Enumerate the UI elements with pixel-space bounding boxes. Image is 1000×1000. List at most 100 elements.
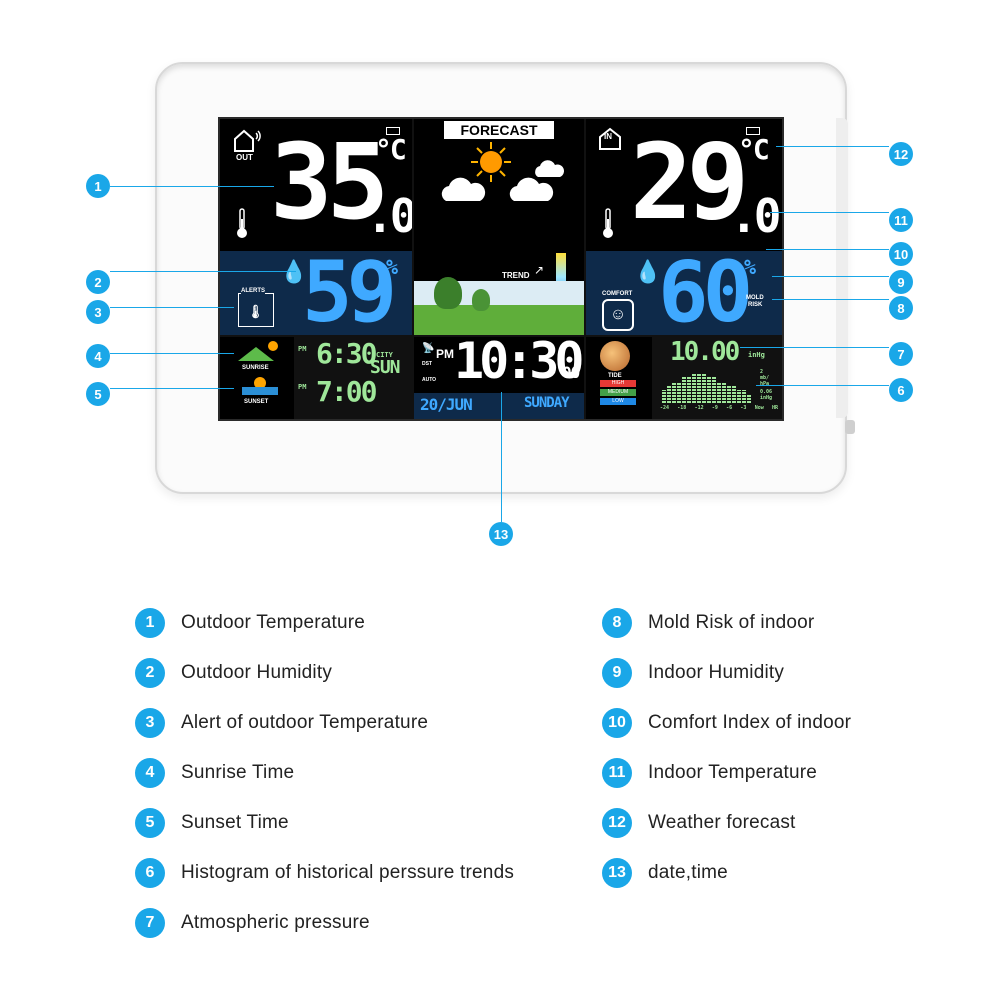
pressure-histogram — [662, 371, 752, 403]
callout-line-13 — [501, 392, 502, 522]
callout-line-4 — [110, 353, 234, 354]
legend-text: Histogram of historical perssure trends — [181, 862, 515, 883]
legend-text: Atmospheric pressure — [181, 912, 370, 933]
histogram-bar — [702, 373, 706, 403]
clock-pm: PM — [436, 347, 454, 361]
callout-badge-6: 6 — [889, 378, 913, 402]
legend-number-badge: 11 — [602, 758, 632, 788]
axis-label: -12 — [694, 405, 704, 411]
legend-number-badge: 2 — [135, 658, 165, 688]
legend-text: Sunrise Time — [181, 762, 295, 783]
outdoor-temp-unit: °C — [375, 133, 407, 166]
cloud-icon-right — [535, 160, 564, 177]
pressure-panel: 10.00 inHg 2 mb/ hPa 0.06 inHg -24 -18 -… — [654, 337, 782, 419]
indoor-humidity-unit: % — [744, 255, 757, 279]
histogram-bar — [707, 377, 711, 403]
legend-text: Indoor Temperature — [648, 762, 818, 783]
legend-text: Mold Risk of indoor — [648, 612, 815, 633]
trend-gauge — [556, 253, 566, 301]
landscape-grass — [414, 305, 584, 335]
legend-number-badge: 1 — [135, 608, 165, 638]
clock-panel: 📡 DST PM AUTO 10:30 00 20/JUN SUNDAY — [414, 337, 584, 419]
legend-text: Indoor Humidity — [648, 662, 785, 683]
sunset-pm: PM — [298, 383, 307, 391]
callout-line-11 — [770, 212, 889, 213]
legend-text: Outdoor Humidity — [181, 662, 333, 683]
date-bar: 20/JUN SUNDAY — [414, 393, 584, 419]
callout-badge-1: 1 — [86, 174, 110, 198]
out-label: OUT — [236, 153, 253, 162]
callout-badge-5: 5 — [86, 382, 110, 406]
outdoor-temp-value: 35 — [270, 121, 389, 243]
callout-line-12 — [776, 146, 889, 147]
cloud-icon-left — [441, 177, 486, 201]
callout-line-6 — [756, 385, 889, 386]
histogram-bar — [677, 382, 681, 403]
sunset-icon — [242, 377, 278, 395]
legend-item-7: 7 Atmospheric pressure — [135, 908, 370, 938]
callout-line-5 — [110, 388, 234, 389]
callout-line-3 — [110, 307, 234, 308]
mold-label: MOLD — [746, 295, 764, 301]
sunset-label: SUNSET — [244, 399, 269, 405]
pressure-unit: inHg — [748, 351, 765, 359]
alert-icon: 🌡 — [247, 304, 264, 319]
histogram-bar — [737, 390, 741, 403]
legend-item-9: 9 Indoor Humidity — [602, 658, 784, 688]
callout-line-7 — [740, 347, 889, 348]
legend-text: Comfort Index of indoor — [648, 712, 852, 733]
callout-line-10 — [766, 249, 889, 250]
forecast-panel: FORECAST TREND ↗ — [414, 119, 584, 335]
legend-number-badge: 7 — [135, 908, 165, 938]
legend-number-badge: 10 — [602, 708, 632, 738]
tree-icon-large — [434, 277, 462, 309]
indoor-temp-value: 29 — [630, 121, 749, 243]
axis-label: -9 — [711, 405, 718, 411]
indoor-humidity-panel: 💧 60 % COMFORT ☺ MOLD RISK — [586, 251, 782, 335]
pressure-axis: -24 -18 -12 -9 -6 -3 Now HR — [660, 405, 778, 411]
histogram-bar — [672, 382, 676, 403]
sunrise-icon — [238, 341, 284, 361]
forecast-title: FORECAST — [444, 121, 554, 139]
axis-label: -18 — [677, 405, 687, 411]
legend-number-badge: 8 — [602, 608, 632, 638]
callout-badge-3: 3 — [86, 300, 110, 324]
outdoor-temp-panel: OUT 35 .0 °C — [220, 119, 412, 251]
moon-icon — [600, 341, 630, 371]
city-value: SUN — [370, 357, 400, 378]
cloud-icon-center — [509, 177, 554, 201]
thermometer-icon — [237, 208, 247, 238]
axis-label: HR — [771, 405, 778, 411]
outdoor-humidity-panel: 💧 59 % ALERTS 🌡 — [220, 251, 412, 335]
legend-number-badge: 3 — [135, 708, 165, 738]
indoor-humidity-value: 60 — [658, 251, 753, 335]
histogram-bar — [717, 382, 721, 403]
tree-icon-small — [472, 289, 490, 311]
callout-badge-7: 7 — [889, 342, 913, 366]
clock-weekday: SUNDAY — [524, 395, 570, 411]
tide-panel: TIDE HIGH MEDIUM LOW — [586, 337, 652, 419]
in-label: IN — [604, 132, 612, 141]
legend-number-badge: 4 — [135, 758, 165, 788]
legend-text: Alert of outdoor Temperature — [181, 712, 429, 733]
scale-4: 0.06 — [760, 389, 773, 395]
comfort-label: COMFORT — [602, 291, 633, 297]
thermometer-icon-indoor — [603, 208, 613, 238]
callout-line-8 — [772, 299, 889, 300]
house-in-icon — [599, 127, 621, 150]
legend-number-badge: 6 — [135, 858, 165, 888]
legend-item-11: 11 Indoor Temperature — [602, 758, 817, 788]
indoor-temp-decimal: .0 — [730, 189, 781, 243]
sunrise-pm: PM — [298, 345, 307, 353]
histogram-bar — [722, 382, 726, 403]
outdoor-humidity-unit: % — [386, 255, 399, 279]
legend-number-badge: 9 — [602, 658, 632, 688]
auto-label: AUTO — [422, 377, 437, 383]
callout-badge-9: 9 — [889, 270, 913, 294]
sunset-time: 7:00 — [316, 375, 377, 408]
callout-line-2 — [110, 271, 296, 272]
histogram-bar — [692, 373, 696, 403]
histogram-bar — [697, 373, 701, 403]
callout-line-1 — [110, 186, 274, 187]
